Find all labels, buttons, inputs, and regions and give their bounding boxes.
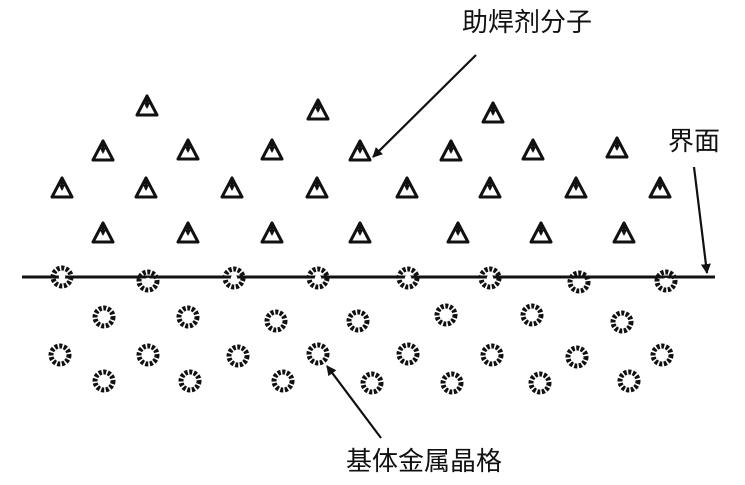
flux-molecule-icon: [52, 178, 72, 197]
lattice-atom-icon: [657, 272, 675, 290]
lattice-pointer-arrow: [327, 366, 381, 438]
flux-molecule-icon: [441, 141, 461, 160]
lattice-atom-icon: [51, 346, 69, 364]
interface-pointer-arrow: [694, 167, 707, 273]
lattice-atom-icon: [443, 374, 461, 392]
flux-molecule-icon: [222, 178, 242, 197]
flux-pointer-arrow: [373, 55, 476, 157]
lattice-atom-icon: [620, 372, 638, 390]
flux-molecule-label: 助焊剂分子: [462, 10, 592, 36]
flux-molecule-icon: [483, 103, 503, 122]
flux-molecule-icon: [350, 141, 370, 160]
lattice-atom-icon: [523, 306, 541, 324]
flux-molecule-icon: [308, 100, 328, 119]
lattice-atom-icon: [309, 345, 327, 363]
flux-molecule-icon: [350, 223, 370, 242]
flux-molecule-icon: [531, 223, 551, 242]
lattice-atom-icon: [267, 312, 285, 330]
lattice-atom-icon: [531, 374, 549, 392]
flux-molecule-icon: [523, 140, 543, 159]
lattice-atom-icon: [653, 346, 671, 364]
flux-molecule-icon: [178, 140, 198, 159]
flux-molecule-icon: [137, 96, 157, 115]
flux-molecule-icon: [262, 140, 282, 159]
interface-label: 界面: [668, 129, 720, 155]
lattice-atom-icon: [179, 308, 197, 326]
lattice-atom-icon: [181, 372, 199, 390]
flux-molecules: [52, 96, 670, 242]
lattice-atom-icon: [229, 347, 247, 365]
lattice-atom-icon: [399, 345, 417, 363]
flux-molecule-icon: [136, 178, 156, 197]
flux-molecule-icon: [607, 138, 627, 157]
lattice-atom-icon: [437, 306, 455, 324]
flux-molecule-icon: [650, 178, 670, 197]
lattice-atom-icon: [139, 346, 157, 364]
lattice-atom-icon: [483, 346, 501, 364]
flux-molecule-icon: [480, 178, 500, 197]
lattice-atom-icon: [95, 372, 113, 390]
flux-molecule-icon: [93, 141, 113, 160]
lattice-atom-icon: [349, 312, 367, 330]
flux-molecule-icon: [566, 178, 586, 197]
base-metal-lattice-atoms: [51, 268, 675, 392]
flux-molecule-icon: [397, 178, 417, 197]
flux-molecule-icon: [93, 223, 113, 242]
flux-molecule-icon: [178, 223, 198, 242]
lattice-atom-icon: [363, 374, 381, 392]
lattice-atom-icon: [568, 348, 586, 366]
flux-molecule-icon: [614, 223, 634, 242]
lattice-atom-icon: [613, 313, 631, 331]
flux-molecule-icon: [262, 223, 282, 242]
flux-molecule-icon: [307, 178, 327, 197]
flux-molecule-icon: [448, 223, 468, 242]
lattice-atom-icon: [274, 372, 292, 390]
lattice-atom-icon: [139, 272, 157, 290]
base-metal-lattice-label: 基体金属晶格: [346, 449, 502, 475]
lattice-atom-icon: [95, 308, 113, 326]
